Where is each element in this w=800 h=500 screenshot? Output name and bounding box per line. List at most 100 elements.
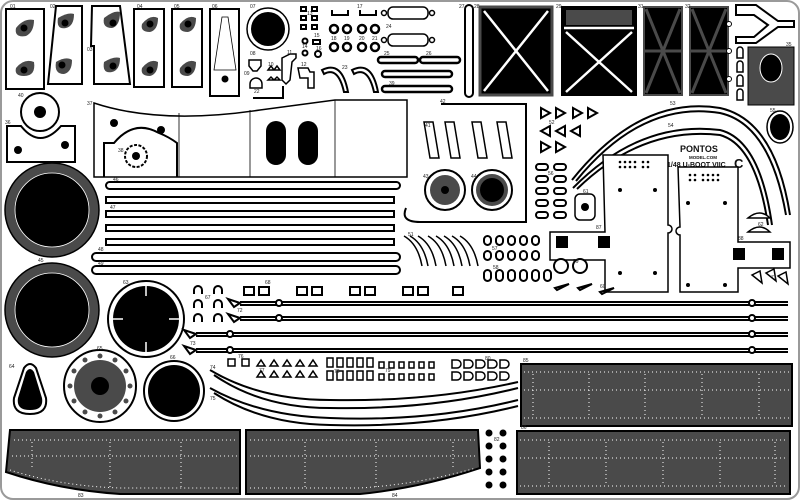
label-12: 12 bbox=[301, 62, 307, 68]
label-21: 21 bbox=[372, 36, 378, 42]
rods-72-73: 72 73 bbox=[181, 297, 788, 356]
plate-01: 01 bbox=[5, 4, 45, 90]
plate-05: 05 bbox=[171, 4, 203, 88]
label-52: 52 bbox=[549, 120, 555, 126]
clips-67: 67 bbox=[193, 285, 223, 322]
label-67: 67 bbox=[205, 295, 211, 301]
label-63: 63 bbox=[123, 280, 129, 286]
hatch-32: 32 bbox=[685, 4, 732, 96]
label-57: 57 bbox=[492, 246, 498, 252]
label-47: 47 bbox=[110, 205, 116, 211]
triangles-52: 52 bbox=[538, 106, 600, 154]
brackets-62: 62 bbox=[745, 212, 772, 233]
panel-37: 37 38 bbox=[87, 99, 408, 178]
plate-06: 06 bbox=[209, 4, 240, 97]
label-19: 19 bbox=[344, 36, 350, 42]
label-65: 65 bbox=[97, 346, 103, 352]
label-22: 22 bbox=[254, 89, 260, 95]
hatch-30: 29 bbox=[556, 4, 637, 96]
label-32: 32 bbox=[685, 4, 691, 10]
label-09: 09 bbox=[244, 71, 250, 77]
plate-02: 02 bbox=[46, 4, 83, 85]
nuts-18-21: 18 19 20 21 bbox=[328, 23, 381, 53]
label-02: 02 bbox=[50, 4, 56, 10]
pins-34 bbox=[736, 46, 744, 101]
label-83: 83 bbox=[78, 493, 84, 499]
label-38: 38 bbox=[118, 148, 124, 154]
small-hooks-13: 13 14 15 16 bbox=[300, 6, 322, 58]
label-20: 20 bbox=[359, 36, 365, 42]
label-27: 27 bbox=[459, 4, 465, 10]
label-35: 35 bbox=[786, 42, 792, 48]
disk-45b: 45 bbox=[4, 258, 100, 358]
plate-03: 03 bbox=[87, 5, 132, 85]
label-04: 04 bbox=[137, 4, 143, 10]
curved-strips-74-75: 74 75 bbox=[209, 365, 519, 427]
label-77: 77 bbox=[259, 368, 265, 374]
label-05: 05 bbox=[174, 4, 180, 10]
label-23: 23 bbox=[342, 65, 348, 71]
label-28: 28 bbox=[474, 4, 480, 10]
plate-35: 35 bbox=[747, 42, 795, 106]
label-15: 15 bbox=[314, 33, 320, 39]
label-55: 55 bbox=[770, 108, 776, 114]
label-26: 26 bbox=[426, 51, 432, 57]
rings-57-58: 57 58 bbox=[483, 235, 552, 282]
label-06: 06 bbox=[212, 4, 218, 10]
label-29: 29 bbox=[556, 4, 562, 10]
label-76: 76 bbox=[238, 354, 244, 360]
disk-65: 65 bbox=[63, 346, 137, 423]
deck-plate-86: 86 bbox=[516, 425, 791, 495]
label-53: 53 bbox=[670, 101, 676, 107]
label-37: 37 bbox=[87, 101, 93, 107]
label-73: 73 bbox=[190, 341, 196, 347]
label-18: 18 bbox=[331, 36, 337, 42]
label-45: 45 bbox=[38, 258, 44, 264]
frame-42: 42 bbox=[403, 99, 527, 223]
label-60: 60 bbox=[600, 284, 606, 290]
disk-45a bbox=[4, 162, 100, 258]
label-36: 36 bbox=[5, 120, 11, 126]
label-10: 10 bbox=[268, 62, 274, 68]
brackets-17: 17 bbox=[331, 4, 377, 16]
arches-23: 23 bbox=[320, 65, 380, 93]
deck-plate-83: 83 bbox=[4, 429, 241, 499]
clips-68: 68 bbox=[243, 280, 464, 296]
label-79: 79 bbox=[385, 368, 391, 374]
label-46: 46 bbox=[113, 177, 119, 183]
label-41: 41 bbox=[425, 123, 431, 129]
label-80: 80 bbox=[485, 356, 491, 362]
label-24: 24 bbox=[386, 24, 392, 30]
label-16: 16 bbox=[316, 46, 322, 52]
label-59: 59 bbox=[573, 259, 579, 265]
label-62: 62 bbox=[758, 222, 764, 228]
drop-64: 64 bbox=[9, 363, 48, 416]
disk-44: 44 bbox=[471, 169, 513, 211]
label-08: 08 bbox=[250, 51, 256, 57]
hatch-31: 31 bbox=[638, 4, 683, 96]
slats-41: 41 bbox=[423, 121, 513, 159]
cleats-82: 82 bbox=[485, 429, 507, 489]
label-66: 66 bbox=[170, 355, 176, 361]
disk-66: 66 bbox=[143, 355, 205, 422]
label-84: 84 bbox=[392, 493, 398, 499]
curves-51: 51 bbox=[403, 232, 479, 267]
label-44: 44 bbox=[471, 174, 477, 180]
label-58: 58 bbox=[493, 265, 499, 271]
label-49: 49 bbox=[98, 261, 104, 267]
plate-61: 61 bbox=[574, 189, 596, 221]
deck-plate-85: 85 bbox=[520, 358, 793, 427]
label-01: 01 bbox=[10, 4, 16, 10]
label-56: 56 bbox=[548, 171, 554, 177]
label-54: 54 bbox=[668, 123, 674, 129]
label-85: 85 bbox=[523, 358, 529, 364]
label-72: 72 bbox=[237, 308, 243, 314]
brand-logo: PONTOS bbox=[680, 144, 718, 154]
ring-40: 40 bbox=[18, 92, 60, 132]
plate-04: 04 bbox=[133, 4, 165, 88]
label-78: 78 bbox=[334, 369, 340, 375]
bracket-36: 36 bbox=[5, 120, 76, 163]
label-43: 43 bbox=[423, 174, 429, 180]
label-82: 82 bbox=[494, 437, 500, 443]
